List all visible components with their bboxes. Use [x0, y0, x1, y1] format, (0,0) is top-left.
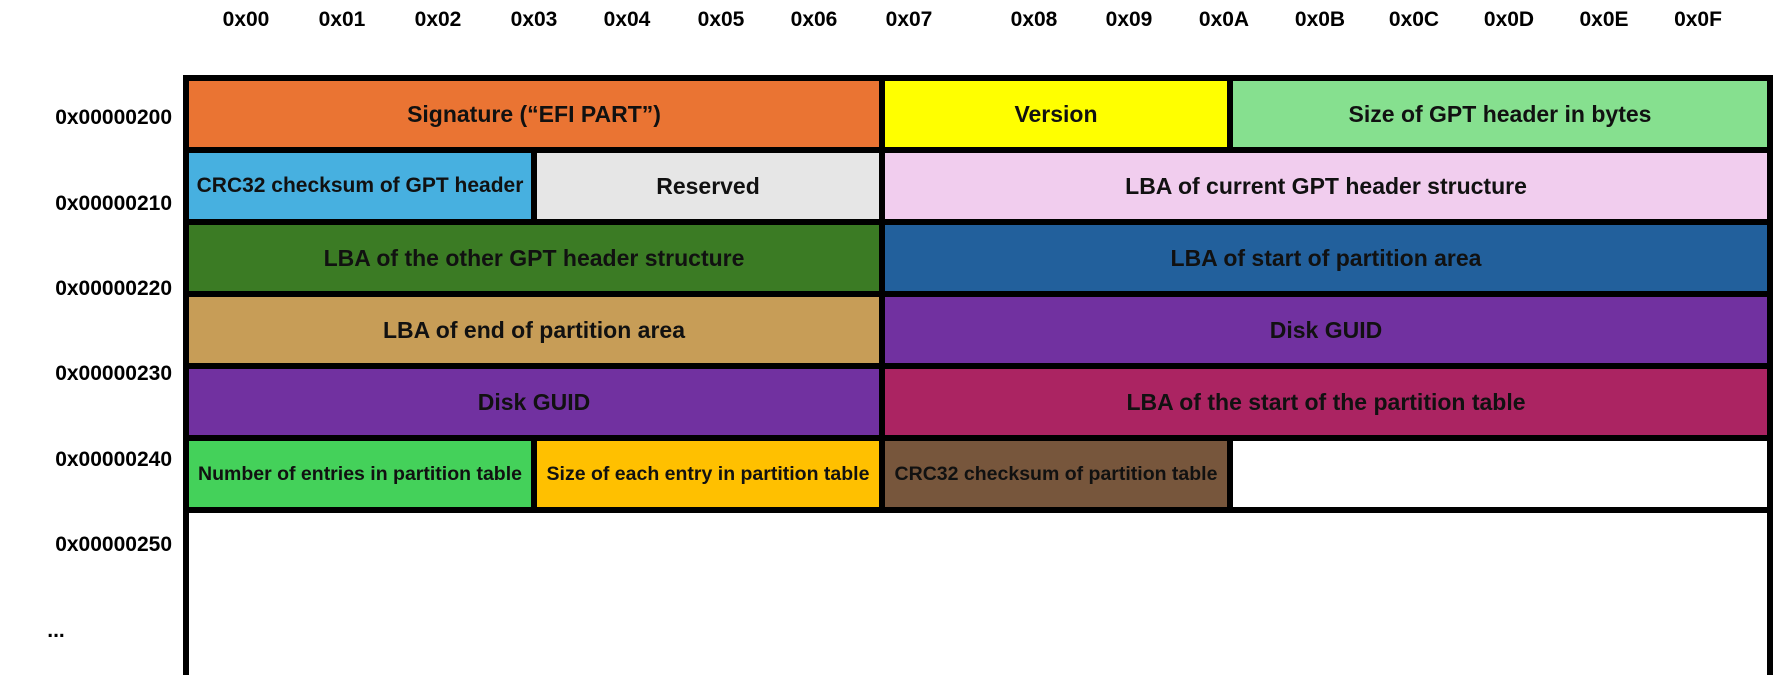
field-entry-size: Size of each entry in partition table: [537, 441, 879, 507]
column-header: 0x07: [885, 8, 933, 31]
column-header: 0x0E: [1579, 8, 1629, 31]
column-header: 0x04: [603, 8, 651, 31]
field-partition-end-lba: LBA of end of partition area: [189, 297, 879, 363]
empty-continuation-row: [189, 513, 1767, 675]
row-header: 0x00000210: [55, 192, 172, 215]
field-current-lba: LBA of current GPT header structure: [885, 153, 1767, 219]
field-partition-table-crc32: CRC32 checksum of partition table: [885, 441, 1227, 507]
empty-cell-row-250: [1233, 441, 1767, 507]
column-header: 0x0D: [1483, 8, 1535, 31]
row-header: 0x00000200: [55, 106, 172, 129]
field-header-size: Size of GPT header in bytes: [1233, 81, 1767, 147]
column-header: 0x06: [790, 8, 838, 31]
column-header: 0x03: [510, 8, 558, 31]
column-header: 0x01: [318, 8, 366, 31]
row-header: 0x00000220: [55, 277, 172, 300]
field-partition-table-start-lba: LBA of the start of the partition table: [885, 369, 1767, 435]
field-header-crc32: CRC32 checksum of GPT header: [189, 153, 531, 219]
field-other-lba: LBA of the other GPT header structure: [189, 225, 879, 291]
field-signature: Signature (“EFI PART”): [189, 81, 879, 147]
row-header: 0x00000250: [55, 533, 172, 556]
row-header: 0x00000230: [55, 362, 172, 385]
column-header: 0x0B: [1294, 8, 1346, 31]
column-header: 0x00: [222, 8, 270, 31]
column-header: 0x05: [697, 8, 745, 31]
field-number-of-entries: Number of entries in partition table: [189, 441, 531, 507]
field-partition-start-lba: LBA of start of partition area: [885, 225, 1767, 291]
column-header: 0x09: [1105, 8, 1153, 31]
field-disk-guid-first-half: Disk GUID: [885, 297, 1767, 363]
field-reserved: Reserved: [537, 153, 879, 219]
gpt-header-layout-grid: Signature (“EFI PART”) Version Size of G…: [183, 75, 1773, 675]
field-disk-guid-second-half: Disk GUID: [189, 369, 879, 435]
column-header: 0x0A: [1198, 8, 1250, 31]
column-header: 0x02: [414, 8, 462, 31]
column-header: 0x08: [1010, 8, 1058, 31]
column-header: 0x0F: [1674, 8, 1722, 31]
column-header: 0x0C: [1388, 8, 1440, 31]
row-header: ...: [47, 619, 65, 642]
field-version: Version: [885, 81, 1227, 147]
row-header: 0x00000240: [55, 448, 172, 471]
